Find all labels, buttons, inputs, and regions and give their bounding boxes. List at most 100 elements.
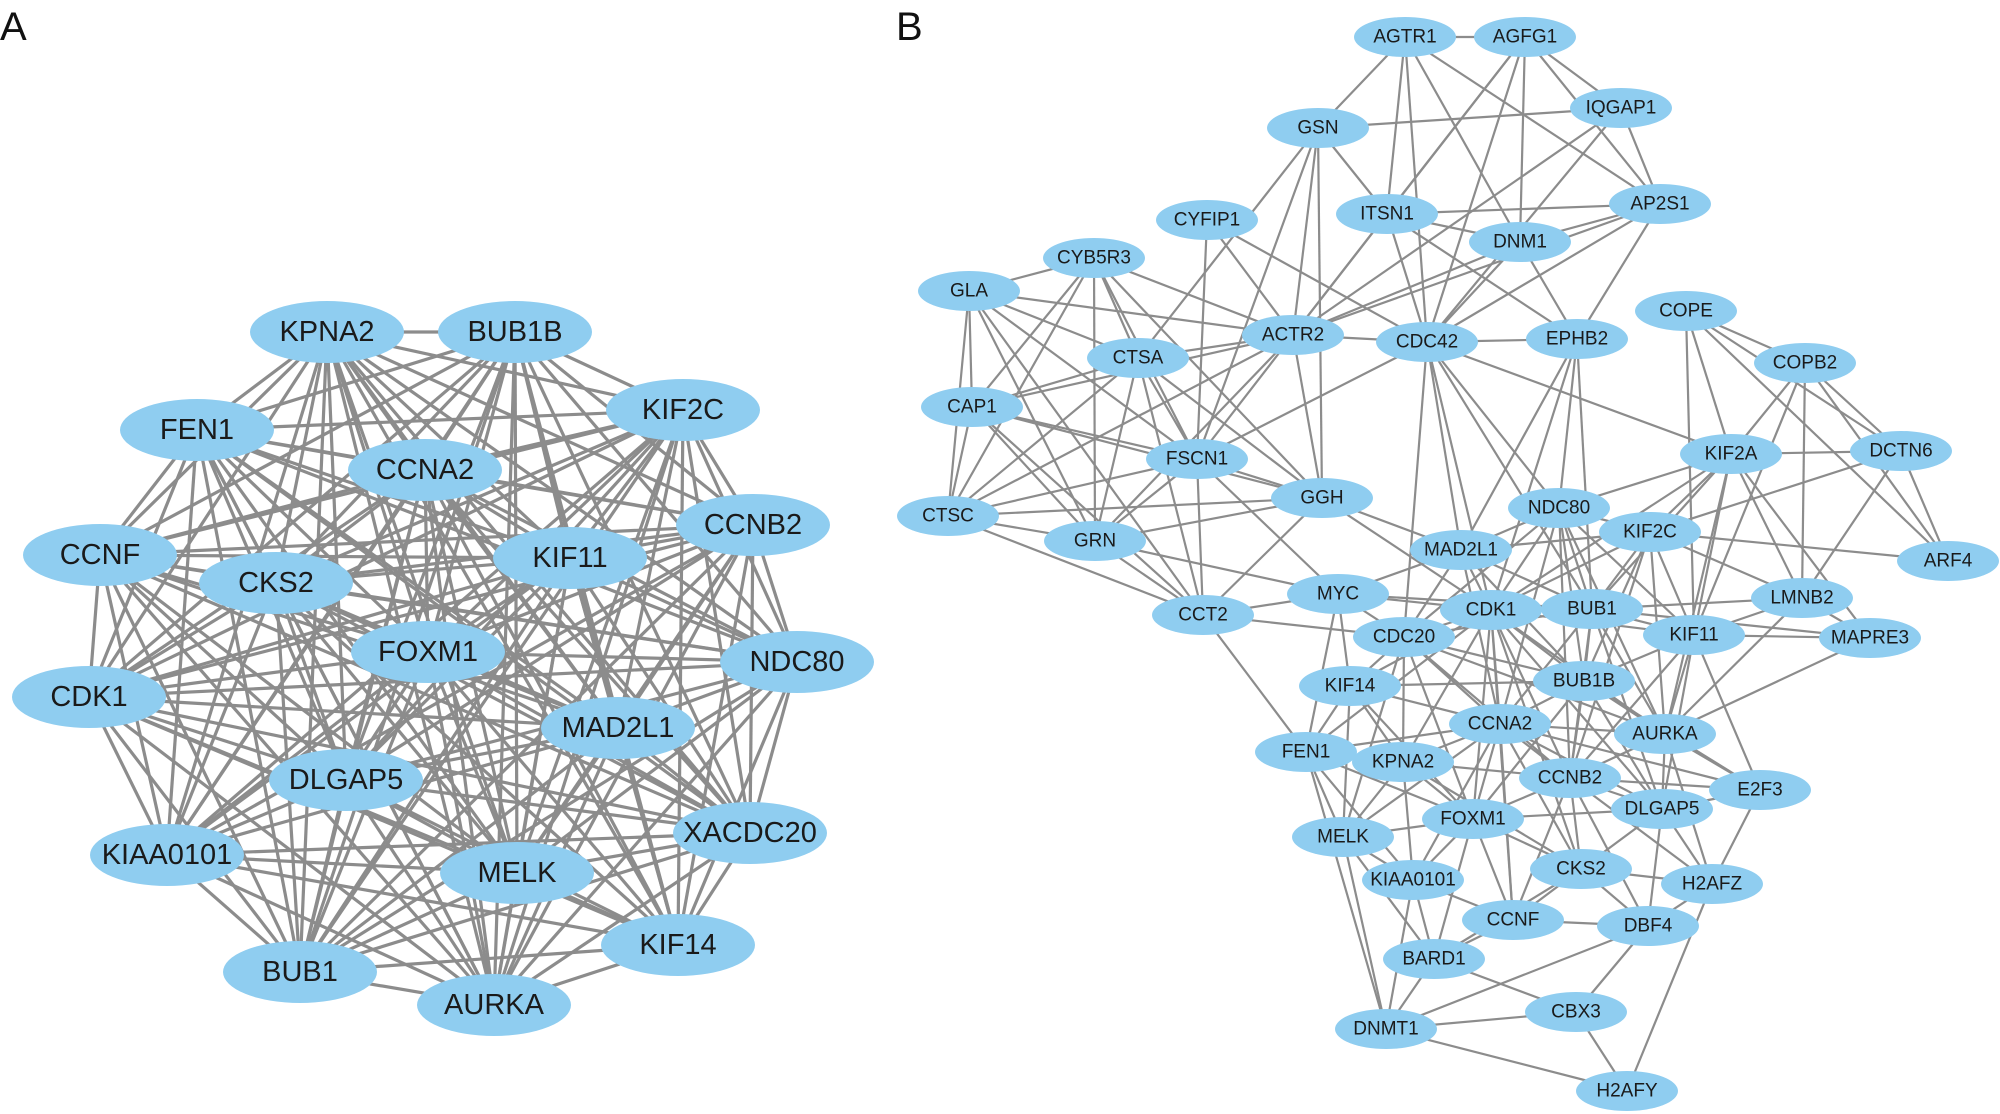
node-b-actr2[interactable]: ACTR2 [1242, 315, 1344, 355]
node-shape[interactable] [1533, 661, 1635, 701]
node-shape[interactable] [601, 914, 755, 976]
node-shape[interactable] [1299, 666, 1401, 706]
node-b-cdc20[interactable]: CDC20 [1353, 617, 1455, 657]
node-shape[interactable] [1146, 439, 1248, 479]
node-a-ccnf[interactable]: CCNF [23, 524, 177, 586]
node-a-mad2l1[interactable]: MAD2L1 [541, 697, 695, 759]
node-shape[interactable] [1383, 939, 1485, 979]
node-b-agtr1[interactable]: AGTR1 [1354, 17, 1456, 57]
node-b-kif14[interactable]: KIF14 [1299, 666, 1401, 706]
node-shape[interactable] [676, 494, 830, 556]
node-shape[interactable] [1526, 319, 1628, 359]
node-b-bub1b[interactable]: BUB1B [1533, 661, 1635, 701]
node-a-cks2[interactable]: CKS2 [199, 552, 353, 614]
node-a-ccna2[interactable]: CCNA2 [348, 439, 502, 501]
node-b-ggh[interactable]: GGH [1271, 478, 1373, 518]
node-b-kif2a[interactable]: KIF2A [1680, 434, 1782, 474]
node-shape[interactable] [1156, 200, 1258, 240]
node-b-ccna2[interactable]: CCNA2 [1449, 704, 1551, 744]
node-b-h2afy[interactable]: H2AFY [1576, 1071, 1678, 1111]
node-shape[interactable] [348, 439, 502, 501]
node-a-foxm1[interactable]: FOXM1 [351, 621, 505, 683]
node-shape[interactable] [493, 527, 647, 589]
node-shape[interactable] [438, 301, 592, 363]
node-shape[interactable] [918, 271, 1020, 311]
node-b-melk[interactable]: MELK [1292, 817, 1394, 857]
node-shape[interactable] [1754, 343, 1856, 383]
node-shape[interactable] [897, 496, 999, 536]
node-shape[interactable] [1525, 992, 1627, 1032]
node-b-fen1[interactable]: FEN1 [1255, 732, 1357, 772]
node-shape[interactable] [1422, 799, 1524, 839]
node-shape[interactable] [606, 379, 760, 441]
node-shape[interactable] [440, 842, 594, 904]
node-shape[interactable] [1292, 817, 1394, 857]
node-a-ccnb2[interactable]: CCNB2 [676, 494, 830, 556]
node-shape[interactable] [1635, 291, 1737, 331]
node-b-agfg1[interactable]: AGFG1 [1474, 17, 1576, 57]
node-shape[interactable] [1267, 108, 1369, 148]
node-b-arf4[interactable]: ARF4 [1897, 541, 1999, 581]
node-shape[interactable] [1449, 704, 1551, 744]
node-b-lmnb2[interactable]: LMNB2 [1751, 578, 1853, 618]
node-shape[interactable] [1362, 860, 1464, 900]
node-shape[interactable] [1570, 88, 1672, 128]
node-b-grn[interactable]: GRN [1044, 521, 1146, 561]
node-b-foxm1[interactable]: FOXM1 [1422, 799, 1524, 839]
node-b-ccnb2[interactable]: CCNB2 [1519, 758, 1621, 798]
node-shape[interactable] [90, 824, 244, 886]
node-b-kif2c[interactable]: KIF2C [1599, 512, 1701, 552]
node-shape[interactable] [1897, 541, 1999, 581]
node-a-aurka[interactable]: AURKA [417, 974, 571, 1036]
node-b-mad2l1[interactable]: MAD2L1 [1410, 530, 1512, 570]
node-shape[interactable] [1354, 17, 1456, 57]
node-b-gsn[interactable]: GSN [1267, 108, 1369, 148]
node-b-ctsc[interactable]: CTSC [897, 496, 999, 536]
node-shape[interactable] [1576, 1071, 1678, 1111]
node-a-kif2c[interactable]: KIF2C [606, 379, 760, 441]
node-shape[interactable] [1087, 338, 1189, 378]
node-shape[interactable] [1287, 574, 1389, 614]
node-shape[interactable] [1335, 1009, 1437, 1049]
node-shape[interactable] [1609, 184, 1711, 224]
node-shape[interactable] [1462, 900, 1564, 940]
node-shape[interactable] [1271, 478, 1373, 518]
node-b-iqgap1[interactable]: IQGAP1 [1570, 88, 1672, 128]
node-a-bub1[interactable]: BUB1 [223, 941, 377, 1003]
node-b-h2afz[interactable]: H2AFZ [1661, 864, 1763, 904]
node-b-gla[interactable]: GLA [918, 271, 1020, 311]
node-shape[interactable] [1597, 906, 1699, 946]
node-shape[interactable] [720, 631, 874, 693]
node-b-ccnf[interactable]: CCNF [1462, 900, 1564, 940]
node-b-ephb2[interactable]: EPHB2 [1526, 319, 1628, 359]
node-b-bard1[interactable]: BARD1 [1383, 939, 1485, 979]
node-shape[interactable] [1440, 590, 1542, 630]
node-shape[interactable] [1614, 714, 1716, 754]
node-shape[interactable] [1661, 864, 1763, 904]
node-b-mapre3[interactable]: MAPRE3 [1819, 618, 1921, 658]
node-b-e2f3[interactable]: E2F3 [1709, 770, 1811, 810]
node-shape[interactable] [269, 749, 423, 811]
node-shape[interactable] [1819, 618, 1921, 658]
node-shape[interactable] [1751, 578, 1853, 618]
node-b-dbf4[interactable]: DBF4 [1597, 906, 1699, 946]
node-a-xacdc20[interactable]: XACDC20 [673, 802, 827, 864]
node-b-cope[interactable]: COPE [1635, 291, 1737, 331]
node-a-kpna2[interactable]: KPNA2 [250, 301, 404, 363]
node-b-dnm1[interactable]: DNM1 [1469, 222, 1571, 262]
node-shape[interactable] [921, 387, 1023, 427]
node-shape[interactable] [1152, 595, 1254, 635]
node-b-kif11[interactable]: KIF11 [1643, 615, 1745, 655]
node-shape[interactable] [1709, 770, 1811, 810]
node-a-cdk1[interactable]: CDK1 [12, 666, 166, 728]
node-shape[interactable] [1044, 521, 1146, 561]
node-a-bub1b[interactable]: BUB1B [438, 301, 592, 363]
node-b-ctsa[interactable]: CTSA [1087, 338, 1189, 378]
node-shape[interactable] [1376, 322, 1478, 362]
node-shape[interactable] [1599, 512, 1701, 552]
node-shape[interactable] [673, 802, 827, 864]
node-b-cdc42[interactable]: CDC42 [1376, 322, 1478, 362]
node-shape[interactable] [1611, 789, 1713, 829]
node-shape[interactable] [1474, 17, 1576, 57]
node-shape[interactable] [23, 524, 177, 586]
